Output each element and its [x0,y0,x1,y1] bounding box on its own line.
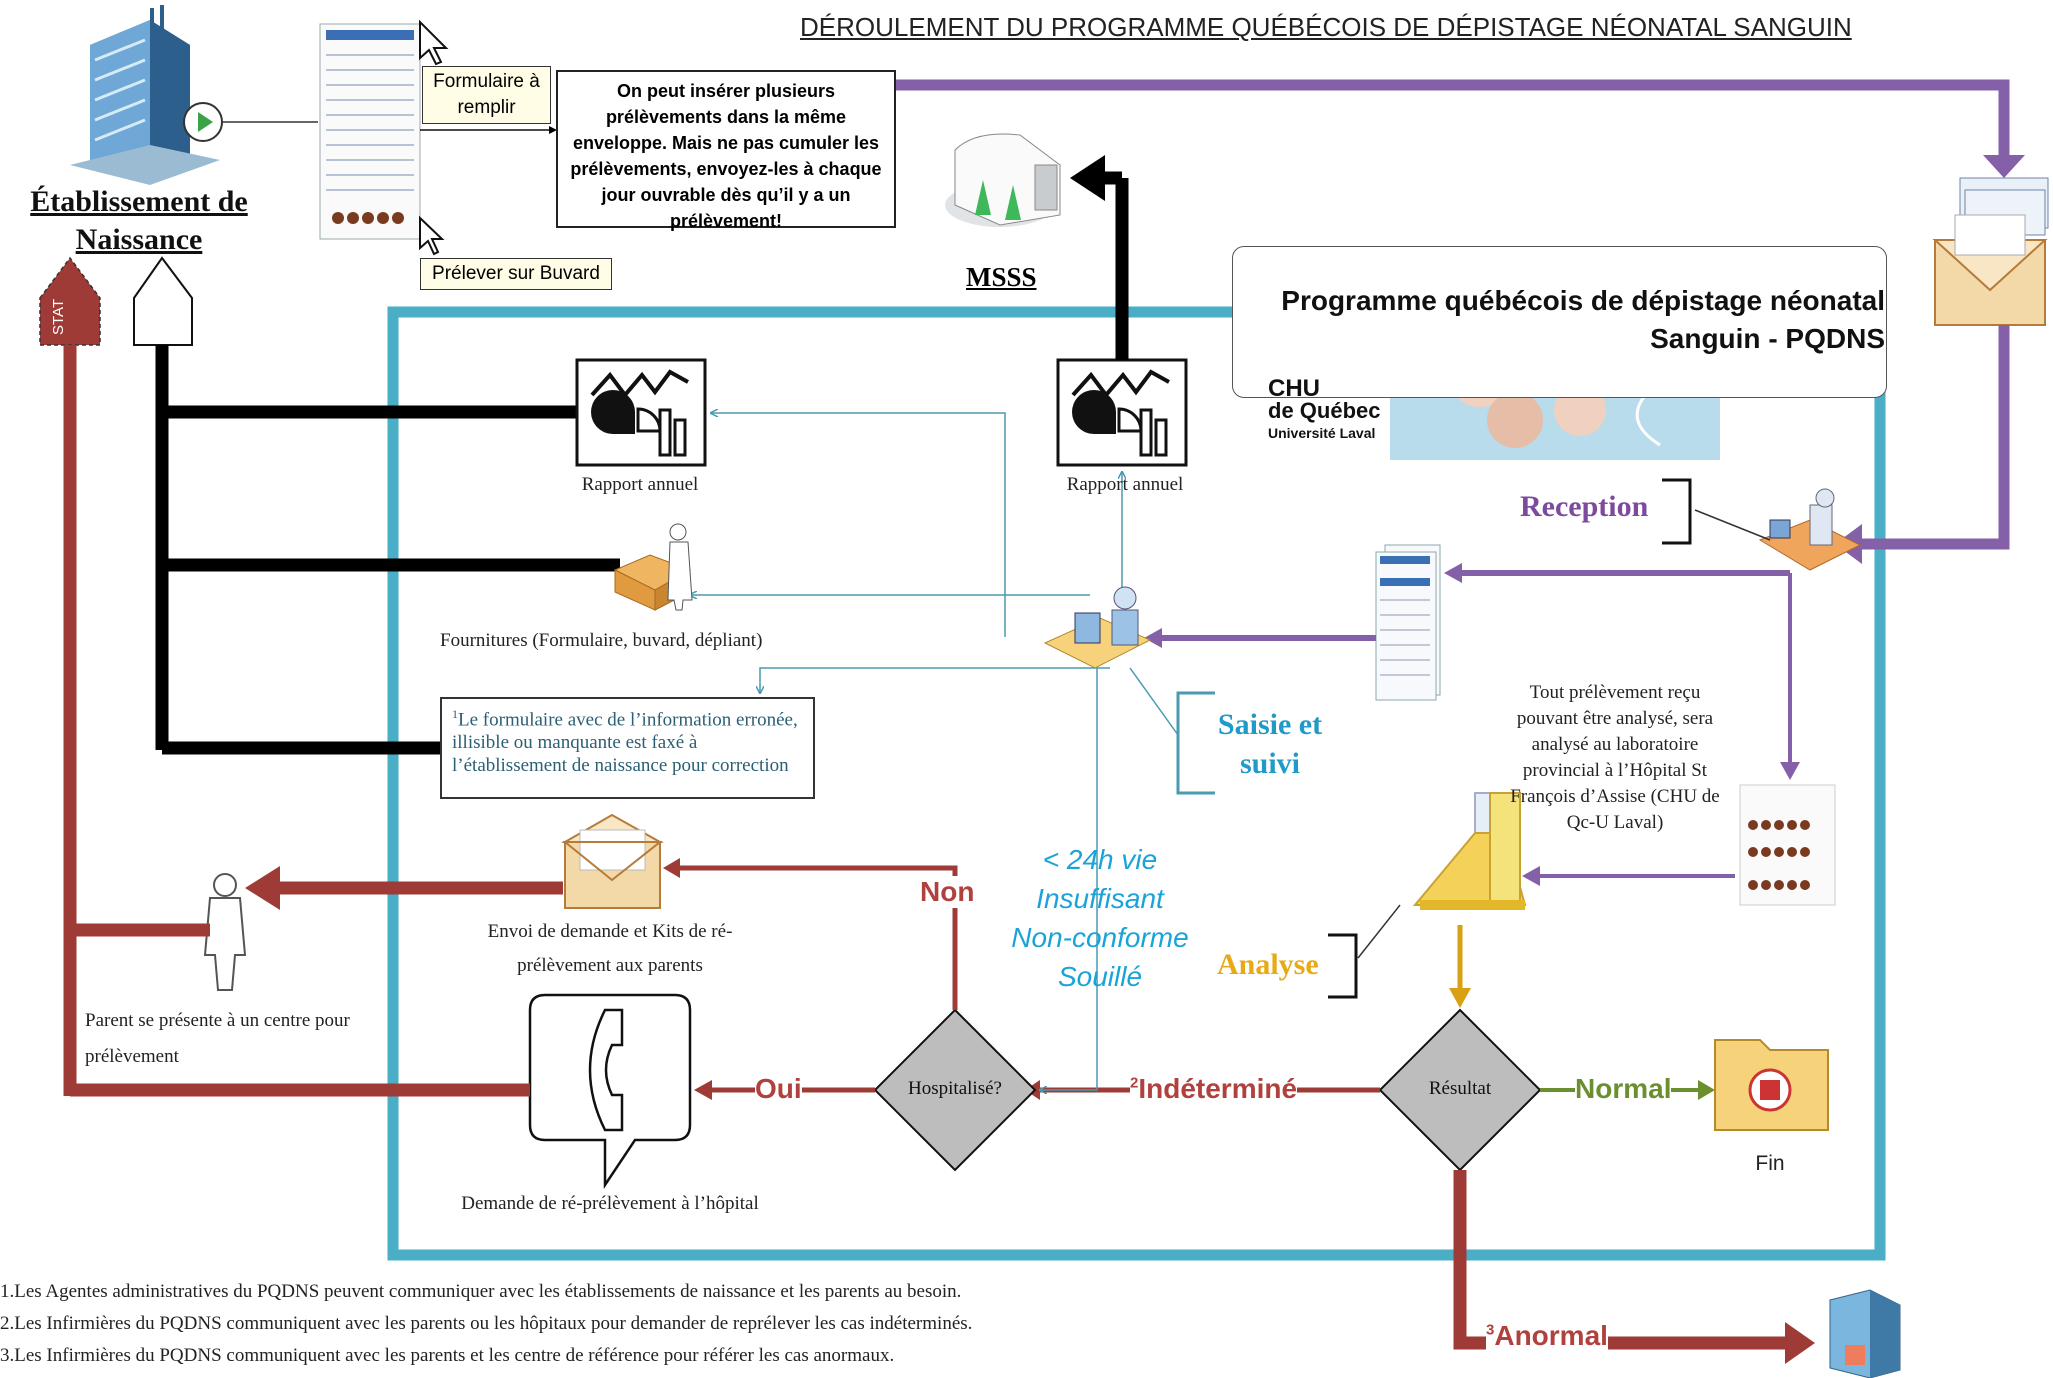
footnote-2: 2.Les Infirmières du PQDNS communiquent … [0,1313,973,1334]
reference-hospital-icon [1829,1289,1901,1378]
etab-arrow-head [133,256,193,346]
saisie-label: Saisie et suivi [1217,708,1323,780]
rapport-annuel-label-1: Rapport annuel [581,474,699,495]
demande-hopital-label: Demande de ré-prélèvement à l’hôpital [461,1193,759,1214]
fournitures-label: Fournitures (Formulaire, buvard, déplian… [440,630,763,651]
purple-arrowhead [1522,866,1540,886]
hospitalise-diamond [873,1008,1037,1172]
analyse-bracket [1328,933,1358,999]
non-label: Non [920,876,975,908]
teal-saisie-bracket-leader [1129,667,1179,736]
parent-label: Parent se présente à un centre pour prél… [85,1010,350,1067]
purple-arrowhead [1780,762,1800,780]
phone-bubble-icon[interactable] [528,993,692,1190]
indetermine-label: 2Indéterminé [1130,1073,1298,1105]
reception-label: Reception [1520,490,1649,523]
buvard-callout: Prélever sur Buvard [420,258,612,290]
reception-leader [1694,509,1771,541]
fin-folder-icon [1714,1039,1829,1131]
pqdns-title: Programme québécois de dépistage néonata… [1281,285,1885,354]
footnote-marker: 1 [452,707,458,721]
report-chart-icon [575,358,707,467]
footnote-3: 3.Les Infirmières du PQDNS communiquent … [0,1345,895,1366]
red-arrowhead [694,1080,712,1100]
form-correction-note: 1Le formulaire avec de l’information err… [440,697,815,799]
yellow-arrowhead [1449,988,1471,1008]
footnotes: 1.Les Agentes administratives du PQDNS p… [0,1276,972,1372]
reception-bracket [1662,478,1692,545]
etablissement-label: Établissement de Naissance [30,185,248,256]
red-arrowhead [663,858,680,878]
chu-logo-line2: de Québec [1268,398,1381,423]
msss-building-icon [945,133,1061,227]
lab-flask-icon [1412,792,1527,910]
parent-figure-icon [203,873,247,991]
form-document-icon [319,23,421,240]
purple-route-top [895,79,2010,160]
pqdns-title-box [1232,246,1887,398]
play-triangle-icon [198,112,213,132]
teal-to-rapport1 [711,413,1006,637]
forms-stack-icon [1375,544,1441,701]
stat-arrow-head [39,256,101,346]
envelope-icon [561,813,664,909]
formulaire-callout: Formulaire à remplir [422,66,551,124]
anormal-label: 3Anormal [1486,1320,1608,1352]
msss-label: MSSS [966,262,1037,292]
purple-arrowhead [1983,155,2025,178]
hospital-building-icon [70,5,220,185]
chu-logo-line3: Université Laval [1268,425,1376,441]
envoi-label: Envoi de demande et Kits de ré-prélèveme… [487,921,733,976]
hospitalise-label: Hospitalisé? [908,1078,1002,1099]
normal-label: Normal [1575,1073,1672,1105]
envoi-note: On peut insérer plusieurs prélèvements d… [556,70,896,231]
conditions-list: < 24h vie Insuffisant Non-conforme Souil… [960,840,1240,996]
footnote-marker: 3 [1486,1321,1495,1339]
cursor-icon [419,19,449,66]
teal-to-formnote [760,667,1110,693]
footnote-marker: 2 [1130,1074,1139,1092]
data-entry-worker-icon [1043,586,1152,669]
pqdns-frame [387,306,1886,1261]
resultat-label: Résultat [1428,1078,1492,1099]
red-arrowhead [245,866,280,910]
envelope-stack-icon [1932,177,2049,326]
chu-logo-text: CHU de Québec Université Laval [1268,375,1381,444]
chu-logo-line1: CHU [1268,375,1320,402]
lab-description: Tout prélèvement reçu pouvant être analy… [1510,682,1720,833]
green-arrowhead [1698,1080,1715,1100]
condition-item: Insuffisant [1036,883,1164,914]
report-chart-icon [1056,358,1188,467]
analyse-leader [1357,904,1401,959]
red-anormal-route [1453,1170,1790,1350]
stat-label: STAT [50,298,67,335]
teal-to-hospitalise [1040,668,1098,1090]
fin-label: Fin [1755,1152,1785,1175]
analyse-label: Analyse [1217,948,1319,981]
red-non-route [680,865,958,1010]
anormal-text: Anormal [1494,1320,1608,1351]
purple-route-right [1860,325,2010,550]
reception-worker-icon [1758,488,1862,571]
footnote-1: 1.Les Agentes administratives du PQDNS p… [0,1281,962,1302]
condition-item: Non-conforme [1011,922,1189,953]
oui-label: Oui [755,1073,802,1105]
black-arrowhead [1070,155,1105,201]
saisie-bracket [1176,691,1215,795]
purple-arrowhead [1144,628,1162,648]
condition-item: Souillé [1057,961,1143,992]
indetermine-text: Indéterminé [1138,1073,1298,1104]
form-correction-text: Le formulaire avec de l’information erro… [452,709,798,777]
cursor-icon [419,215,445,256]
purple-arrowhead [1444,563,1462,583]
supplies-box-icon [613,523,693,611]
red-arrowhead [1785,1322,1815,1364]
rapport-annuel-label-2: Rapport annuel [1066,474,1184,495]
blood-spot-cards-icon [1739,784,1836,906]
condition-item: < 24h vie [1042,844,1158,875]
page-title: DÉROULEMENT DU PROGRAMME QUÉBÉCOIS DE DÉ… [800,12,1852,42]
